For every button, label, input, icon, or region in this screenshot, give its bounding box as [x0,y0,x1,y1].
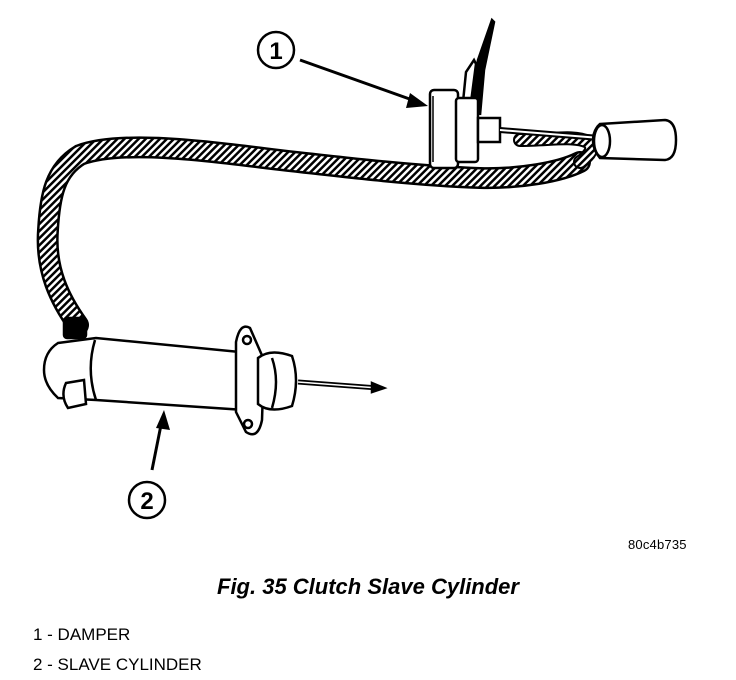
slave-cylinder [42,316,388,436]
callout-2-number: 2 [140,488,153,515]
clutch-slave-cylinder-illustration: 1 2 [36,17,678,520]
callout-1: 1 [256,30,428,108]
legend: 1 - DAMPER 2 - SLAVE CYLINDER [33,620,202,680]
legend-item-damper: 1 - DAMPER [33,625,131,644]
damper [428,17,678,170]
figure-caption: Fig. 35 Clutch Slave Cylinder [217,574,519,599]
legend-item-slave-cylinder: 2 - SLAVE CYLINDER [33,655,202,674]
callout-2-arrowhead [156,410,170,430]
callout-1-arrowhead [406,93,428,108]
hydraulic-hose [36,131,599,336]
callout-1-number: 1 [269,38,282,65]
callout-2: 2 [127,410,170,520]
figure-reference-code: 80c4b735 [628,537,687,552]
